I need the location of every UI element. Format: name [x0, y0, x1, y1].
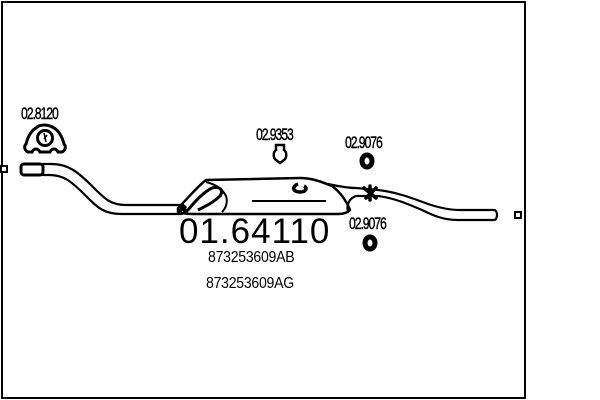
oem-number: 873253609AB: [208, 249, 295, 266]
muffler: [176, 176, 352, 216]
rear-pipe: [326, 182, 499, 222]
accessory-code-rubber-ring-bottom: 02.9076: [349, 214, 387, 233]
hanger-icon: [272, 143, 288, 165]
accessory-code-hanger: 02.9353: [256, 125, 294, 144]
rubber-ring-icon: [362, 234, 378, 252]
oem-number: 873253609AG: [206, 275, 294, 292]
front-pipe: [19, 162, 184, 216]
main-part-code: 01.64110: [179, 212, 331, 251]
accessory-code-rubber-mount: 02.8120: [21, 104, 59, 123]
rubber-mount-icon: [23, 123, 67, 154]
outlet-marker: [514, 211, 522, 219]
accessory-code-rubber-ring-top: 02.9076: [345, 133, 383, 152]
rubber-ring-icon: [359, 152, 375, 170]
inlet-marker: [0, 165, 8, 173]
